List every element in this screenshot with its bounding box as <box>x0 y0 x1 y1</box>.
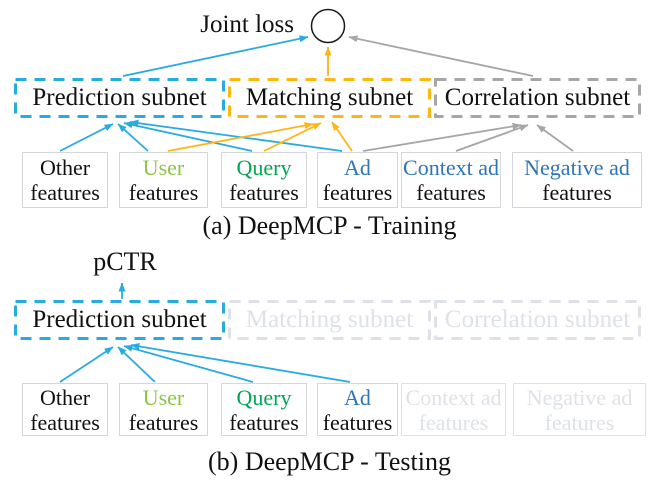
feature-label-negativead: Negative ad <box>524 155 630 180</box>
subnet-prediction-testing: Prediction subnet <box>32 306 207 333</box>
caption-training: (a) DeepMCP - Training <box>202 211 457 240</box>
arrow-user-to-matching <box>167 122 314 152</box>
arrow-contextad-to-correlation <box>455 124 529 152</box>
arrow-ad-to-prediction-testing <box>130 342 351 383</box>
subnet-correlation-testing: Correlation subnet <box>444 306 631 333</box>
prediction-subnet-border-testing <box>14 300 225 340</box>
pctr-label: pCTR <box>93 247 157 276</box>
feature-box-user-training: User features <box>119 152 208 208</box>
feature-box-negativead-training: Negative ad features <box>512 152 642 208</box>
arrow-correlation-to-jointloss <box>348 35 534 77</box>
feature-label-features: features <box>128 180 199 205</box>
feature-box-user-testing: User features <box>119 383 208 436</box>
arrow-ad-to-prediction-training <box>129 119 343 152</box>
subnet-matching-testing: Matching subnet <box>245 306 414 333</box>
subnet-correlation-training: Correlation subnet <box>444 84 631 111</box>
feature-box-ad-training: Ad features <box>317 152 398 208</box>
feature-label-user: User <box>142 384 185 410</box>
feature-box-negativead-testing: Negative ad features <box>513 383 646 436</box>
feature-label-user: User <box>142 155 185 180</box>
matching-subnet-border-testing <box>228 300 431 340</box>
prediction-subnet-border-training <box>14 78 225 118</box>
feature-label-ad: Ad <box>344 155 371 180</box>
feature-label-query: Query <box>236 155 292 180</box>
arrow-user-to-prediction-training <box>117 123 149 152</box>
feature-label-features: features <box>416 180 486 205</box>
feature-label-features: features <box>418 409 489 435</box>
feature-label-features: features <box>544 409 615 435</box>
subnet-prediction-training: Prediction subnet <box>32 84 207 111</box>
correlation-subnet-border-training <box>434 78 641 118</box>
subnet-matching-training: Matching subnet <box>245 84 414 111</box>
arrow-ad-to-matching <box>331 121 353 152</box>
feature-label-features: features <box>322 180 393 205</box>
joint-loss-label: Joint loss <box>200 11 294 38</box>
feature-box-other-training: Other features <box>22 152 108 208</box>
joint-loss-node <box>310 8 346 44</box>
feature-label-features: features <box>229 180 299 205</box>
arrow-other-to-prediction-training <box>59 123 114 152</box>
feature-label-features: features <box>322 409 393 435</box>
feature-label-features: features <box>30 180 100 205</box>
feature-label-contextad: Context ad <box>405 384 502 410</box>
arrow-negativead-to-correlation <box>536 124 574 152</box>
feature-box-ad-testing: Ad features <box>317 383 398 436</box>
feature-label-features: features <box>30 409 100 435</box>
feature-label-features: features <box>542 180 612 205</box>
caption-testing: (b) DeepMCP - Testing <box>208 447 451 476</box>
feature-label-negativead: Negative ad <box>526 384 633 410</box>
feature-box-other-testing: Other features <box>22 383 108 436</box>
feature-label-query: Query <box>236 384 292 410</box>
feature-box-query-training: Query features <box>221 152 307 208</box>
feature-box-contextad-training: Context ad features <box>401 152 501 208</box>
feature-label-features: features <box>229 409 299 435</box>
correlation-subnet-border-testing <box>434 300 641 340</box>
feature-label-other: Other <box>39 384 91 410</box>
feature-label-features: features <box>128 409 199 435</box>
feature-label-contextad: Context ad <box>403 155 499 180</box>
feature-label-ad: Ad <box>344 384 371 410</box>
feature-box-query-testing: Query features <box>221 383 307 436</box>
feature-box-contextad-testing: Context ad features <box>401 383 506 436</box>
feature-label-other: Other <box>39 155 91 180</box>
matching-subnet-border-training <box>228 78 431 118</box>
arrow-query-to-prediction-testing <box>123 344 254 383</box>
arrow-query-to-prediction-training <box>123 121 253 152</box>
arrow-prediction-to-jointloss <box>122 35 309 77</box>
arrow-user-to-prediction-testing <box>117 346 156 383</box>
arrow-query-to-matching <box>263 122 322 152</box>
arrow-ad-to-correlation <box>362 122 522 152</box>
arrow-other-to-prediction-testing <box>59 346 114 383</box>
